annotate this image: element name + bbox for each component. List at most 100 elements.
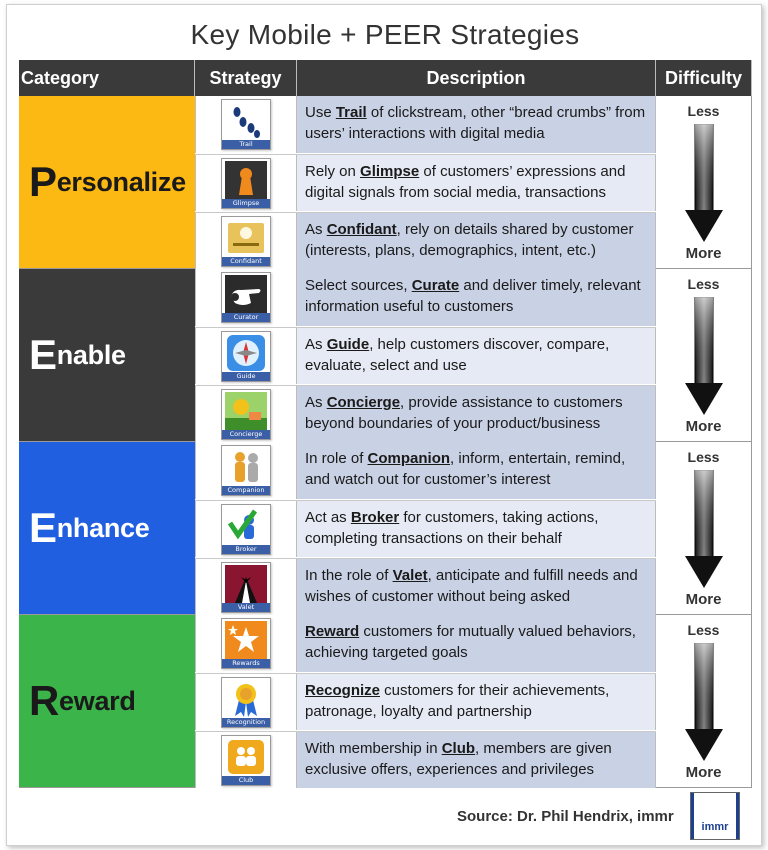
strategy-row-rewards: Rewards Reward customers for mutually val… (195, 615, 752, 672)
header-difficulty: Difficulty (656, 60, 752, 96)
footprints-icon: Trail (221, 99, 271, 150)
strategy-keyword: Valet (392, 567, 428, 584)
companions-icon: Companion (221, 445, 271, 496)
category-initial: E (29, 504, 57, 551)
category-initial: E (29, 331, 57, 378)
desc-text: As (305, 221, 327, 238)
strategy-keyword: Recognize (305, 682, 381, 699)
icon-caption: Recognition (222, 717, 270, 727)
strategy-icon-cell: Confidant (195, 213, 297, 269)
category-rest: nable (56, 339, 126, 370)
difficulty-less-label: Less (687, 622, 720, 638)
category-initial: P (29, 158, 57, 205)
desc-text: , anticipate and fulfill needs and wishe… (305, 567, 638, 605)
strategy-keyword: Reward (305, 623, 360, 640)
strategy-keyword: Confidant (326, 221, 397, 238)
strategy-keyword: Concierge (326, 394, 401, 411)
strategy-description: With membership in Club, members are giv… (297, 732, 656, 788)
strategy-icon-cell: Trail (195, 96, 297, 153)
desc-text: In the role of (305, 567, 393, 584)
icon-caption: Guide (222, 371, 270, 381)
difficulty-less-label: Less (687, 449, 720, 465)
compass-icon: Guide (221, 330, 271, 382)
strategy-description: In role of Companion, inform, entertain,… (297, 442, 656, 499)
difficulty-more-label: More (685, 418, 722, 435)
strategy-keyword: Broker (350, 509, 400, 526)
pointing-hand-icon: Curator (221, 272, 271, 323)
header-description: Description (297, 60, 656, 96)
strategy-icon-cell: Glimpse (195, 155, 297, 211)
strategy-keyword: Companion (367, 450, 451, 467)
checkmark-person-icon: Broker (221, 503, 271, 555)
desc-text: Act as (305, 509, 351, 526)
strategy-keyword: Glimpse (360, 163, 420, 180)
strategy-keyword: Guide (326, 336, 370, 353)
strategy-icon-cell: Curator (195, 269, 297, 326)
strategy-description: Use Trail of clickstream, other “bread c… (297, 96, 656, 153)
strategy-icon-cell: Recognition (195, 674, 297, 730)
strategy-icon-cell: Companion (195, 442, 297, 499)
category-initial: R (29, 677, 60, 724)
strategy-description: Recognize customers for their achievemen… (297, 674, 656, 730)
strategy-keyword: Curate (411, 277, 460, 294)
icon-caption: Trail (222, 140, 270, 149)
page-title: Key Mobile + PEER Strategies (190, 19, 580, 50)
desc-text: , members are given exclusive offers, ex… (305, 740, 612, 778)
icon-caption: Broker (222, 544, 270, 554)
strategy-description: As Guide, help customers discover, compa… (297, 328, 656, 384)
icon-caption: Confidant (222, 256, 270, 266)
desc-text: , provide assistance to customers beyond… (305, 394, 623, 432)
strategy-icon-cell: Valet (195, 559, 297, 615)
difficulty-less-label: Less (687, 276, 720, 292)
desc-text: With membership in (305, 740, 442, 757)
difficulty-more-label: More (685, 591, 722, 608)
desc-text: In role of (305, 450, 368, 467)
icon-caption: Companion (222, 486, 270, 495)
icon-caption: Rewards (222, 659, 270, 668)
header-strategy: Strategy (195, 60, 297, 96)
category-rest: eward (59, 685, 136, 716)
desc-text: , help customers discover, compare, eval… (305, 336, 610, 374)
club-members-icon: Club (221, 734, 271, 786)
strategy-description: In the role of Valet, anticipate and ful… (297, 559, 656, 615)
desc-text: , inform, entertain, remind, and watch o… (305, 450, 626, 488)
icon-caption: Club (222, 775, 270, 785)
strategy-description: As Concierge, provide assistance to cust… (297, 386, 656, 442)
strategy-description: As Confidant, rely on details shared by … (297, 213, 656, 269)
desc-text: customers for their achievements, patron… (305, 682, 610, 720)
category-rest: ersonalize (56, 166, 186, 197)
category-rest: nhance (56, 512, 150, 543)
desc-text: and deliver timely, relevant information… (305, 277, 641, 315)
strategy-row-trail: Trail Use Trail of clickstream, other “br… (195, 96, 752, 153)
desc-text: for customers, taking actions, completin… (305, 509, 599, 547)
desc-text: of customers’ expressions and digital si… (305, 163, 626, 201)
strategy-keyword: Club (441, 740, 476, 757)
source-credit: Source: Dr. Phil Hendrix, immr (457, 808, 674, 825)
desc-text: of clickstream, other “bread crumbs” fro… (305, 104, 646, 142)
strategy-description: Reward customers for mutually valued beh… (297, 615, 656, 672)
strategy-icon-cell: Concierge (195, 386, 297, 442)
strategy-icon-cell: Club (195, 732, 297, 788)
strategy-icon-cell: Broker (195, 501, 297, 557)
desc-text: As (305, 394, 327, 411)
stars-icon: Rewards (221, 618, 271, 669)
